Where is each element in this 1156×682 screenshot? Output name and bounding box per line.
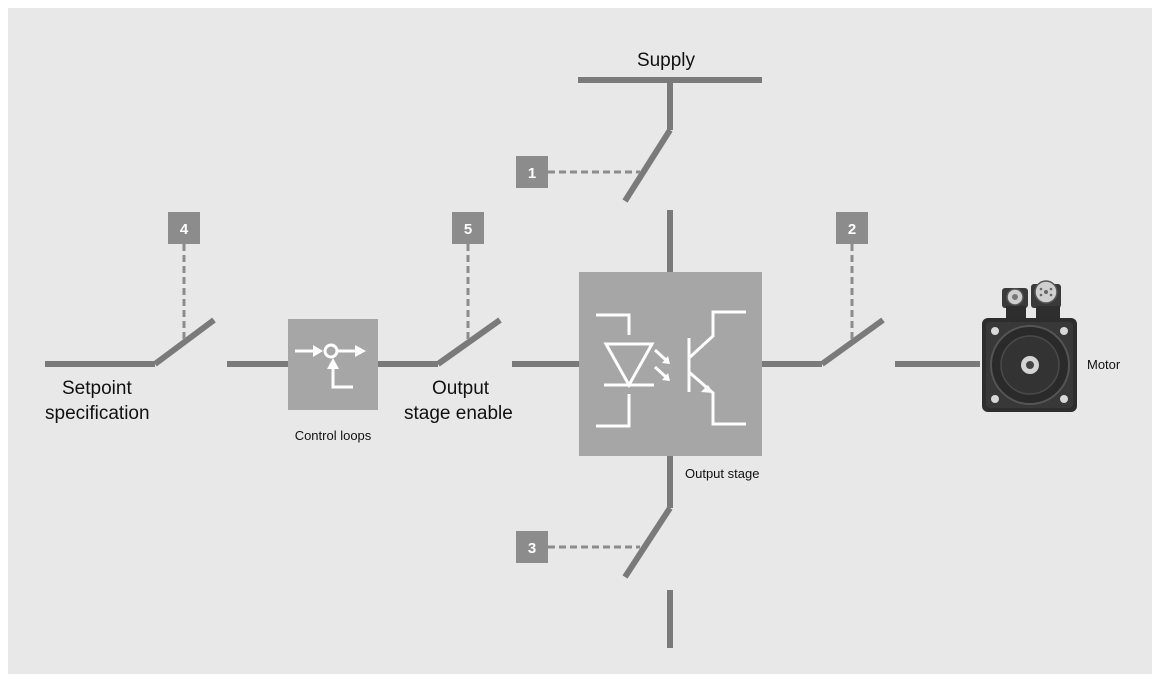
badge-1-label: 1 xyxy=(528,165,536,182)
setpoint-label-line1: Setpoint xyxy=(62,378,132,399)
phototransistor-icon xyxy=(687,310,746,426)
badge-1 xyxy=(516,156,548,188)
supply-label: Supply xyxy=(637,50,696,71)
setpoint-label-line2: specification xyxy=(45,403,150,424)
badge-4 xyxy=(168,212,200,244)
output-stage-block xyxy=(579,272,762,456)
switch-4-blade xyxy=(153,317,216,367)
control-loops-label: Control loops xyxy=(295,428,372,443)
switch-3-blade xyxy=(622,506,673,579)
switch-1-blade xyxy=(622,128,673,203)
output-stage-label: Output stage xyxy=(685,466,759,481)
badge-5 xyxy=(452,212,484,244)
badge-2 xyxy=(836,212,868,244)
badge-4-label: 4 xyxy=(180,221,189,238)
badge-3-label: 3 xyxy=(528,540,536,557)
switch-2-blade xyxy=(820,317,885,367)
switch-5-blade xyxy=(436,317,502,367)
output-enable-label-line1: Output xyxy=(432,378,490,399)
led-icon xyxy=(596,313,670,428)
output-enable-label-line2: stage enable xyxy=(404,403,513,424)
badge-2-label: 2 xyxy=(848,221,856,238)
badge-3 xyxy=(516,531,548,563)
badge-5-label: 5 xyxy=(464,221,472,238)
summing-junction-icon xyxy=(295,343,366,389)
motor-label: Motor xyxy=(1087,357,1121,372)
motor-icon xyxy=(982,280,1077,412)
